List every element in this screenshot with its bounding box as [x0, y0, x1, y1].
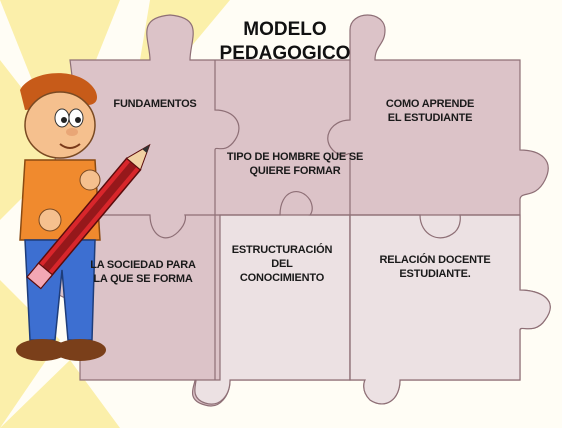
piece-label-como-aprende: COMO APRENDE EL ESTUDIANTE — [385, 98, 475, 124]
seam-vertical-2 — [327, 60, 351, 380]
boy-with-pencil-illustration — [16, 73, 106, 361]
puzzle-board — [51, 14, 551, 407]
shoe-right-icon — [54, 339, 106, 361]
pencil-icon — [26, 143, 151, 290]
piece-light-2 — [349, 214, 551, 405]
piece-label-fundamentos: FUNDAMENTOS — [113, 98, 197, 110]
piece-label-tipo-hombre: TIPO DE HOMBRE QUE SE QUIERE FORMAR — [226, 151, 364, 177]
piece-label-sociedad: LA SOCIEDAD PARA LA QUE SE FORMA — [90, 259, 196, 285]
seam-vertical-1 — [214, 60, 240, 380]
title-line-1: MODELO — [243, 19, 327, 40]
piece-light-1 — [194, 214, 351, 405]
shoe-left-icon — [16, 339, 68, 361]
title-line-2: PEDAGOGICO — [219, 43, 351, 64]
piece-label-estructuracion: ESTRUCTURACIÓN DEL CONOCIMIENTO — [231, 244, 333, 284]
seam-horizontal-1 — [80, 190, 520, 239]
page-title: MODELO PEDAGOGICO — [205, 18, 365, 66]
piece-label-relacion: RELACIÓN DOCENTE ESTUDIANTE. — [379, 254, 491, 280]
